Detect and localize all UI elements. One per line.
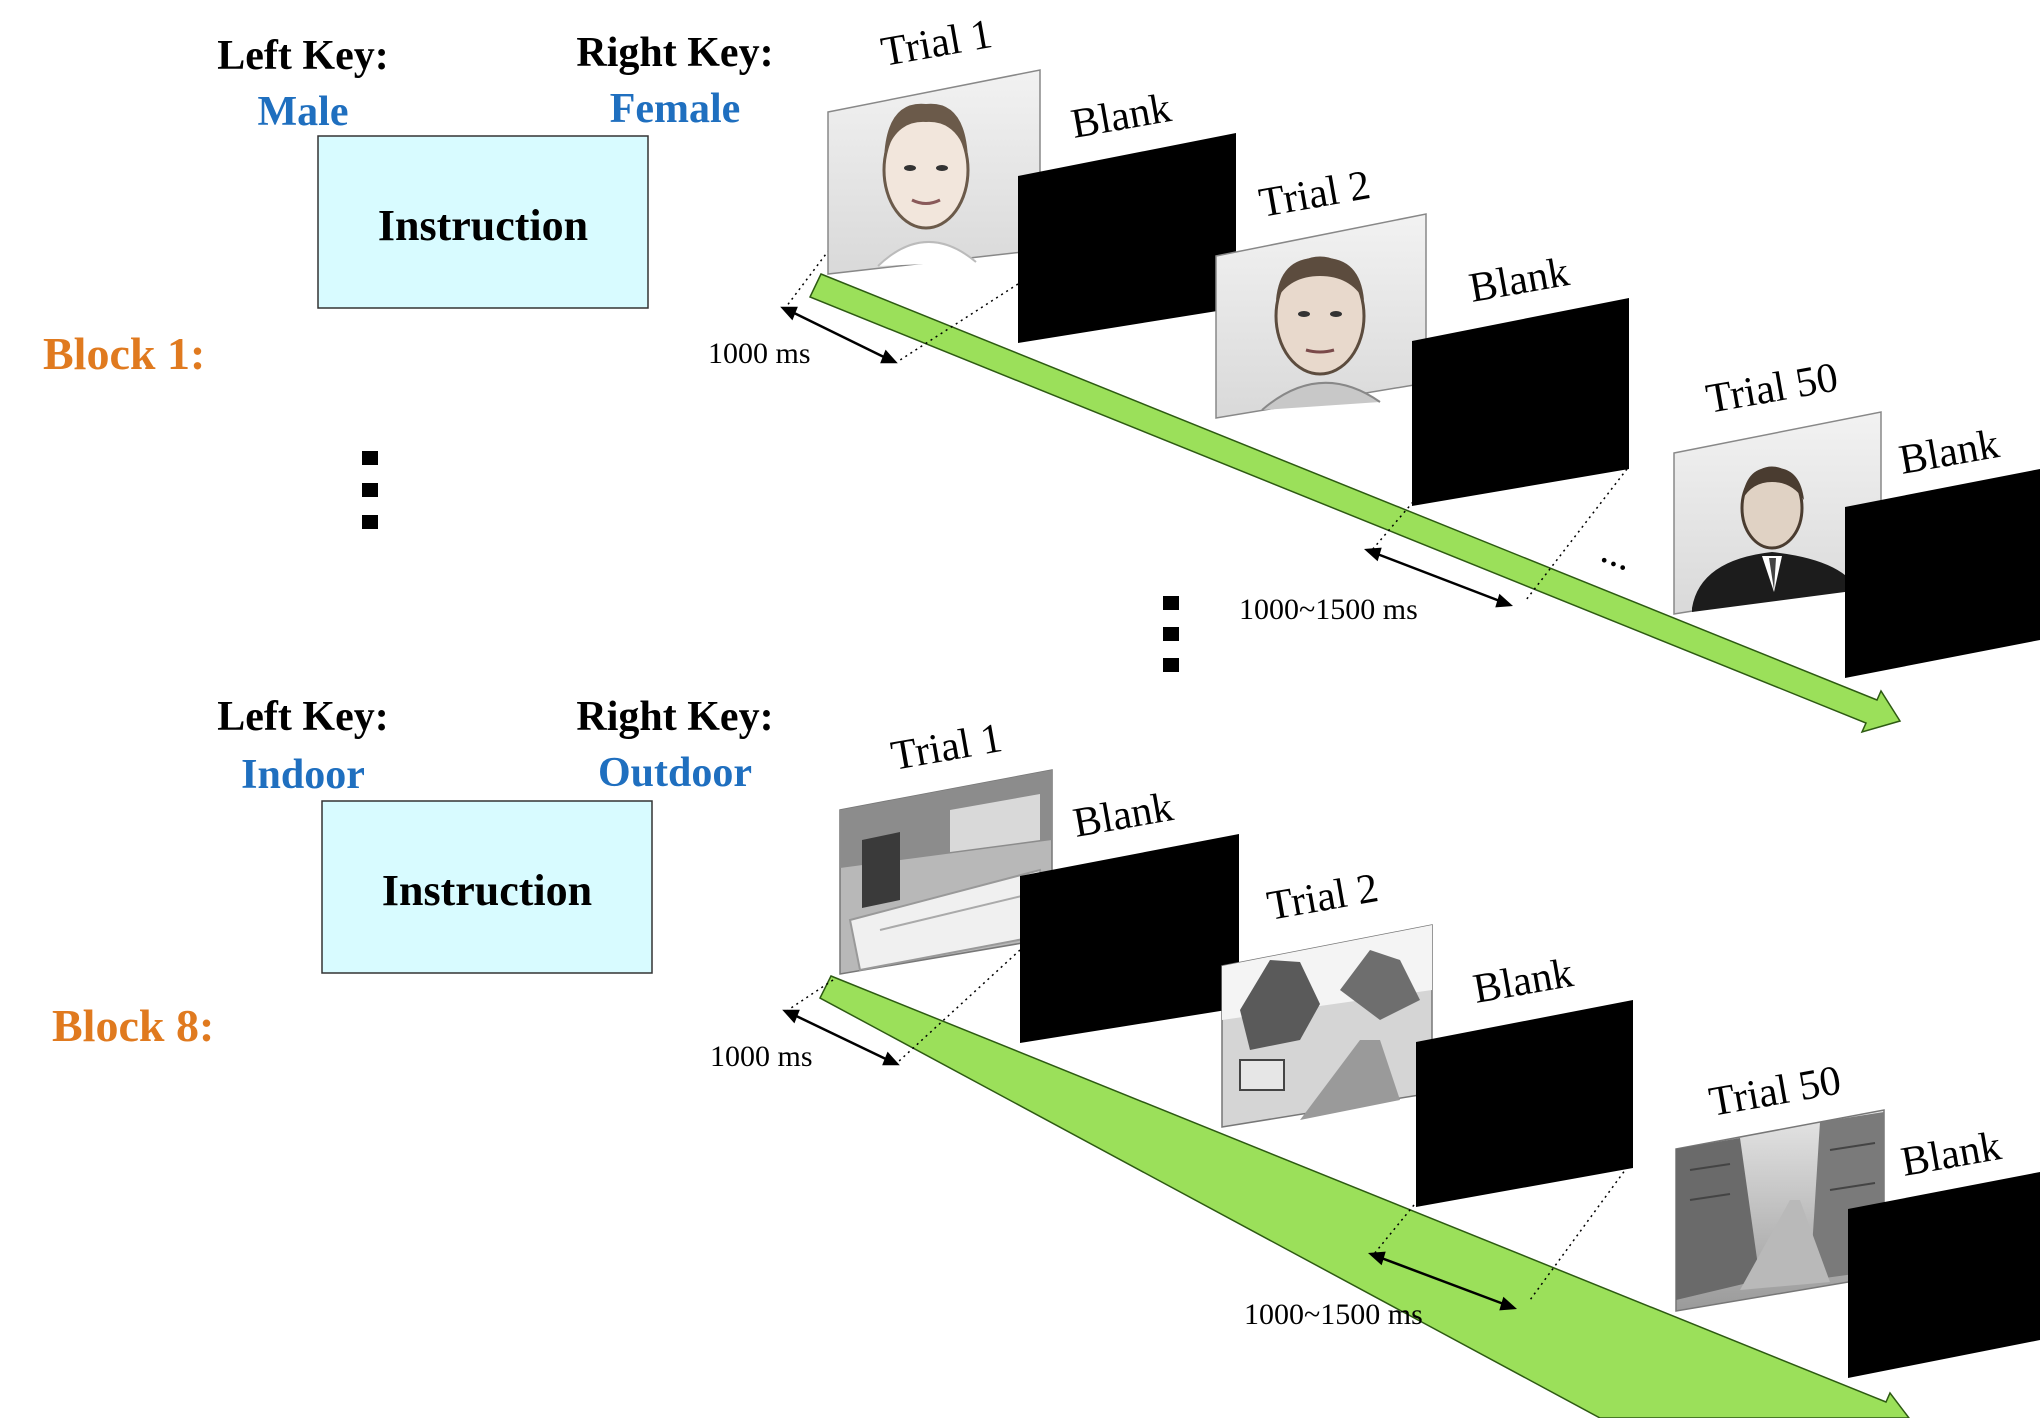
trial-label-50: Trial 50	[1703, 355, 1842, 423]
blank-screen-1	[1018, 133, 1236, 343]
left-key-value: Male	[258, 89, 349, 135]
block-8: Left Key: Indoor Right Key: Outdoor Inst…	[52, 694, 2040, 1418]
stimulus-duration-arrow	[782, 1009, 900, 1066]
blank-screen-2	[1412, 298, 1629, 506]
block-label: Block 1:	[43, 328, 205, 379]
trial-label-1: Trial 1	[888, 715, 1006, 780]
blank-screen-50	[1845, 469, 2040, 678]
bedroom-indoor-photo	[839, 769, 1053, 975]
timeline-arrow	[819, 975, 1910, 1418]
vertical-ellipsis-left	[362, 451, 378, 529]
projection-lines	[785, 249, 1628, 601]
blank-label-2: Blank	[1470, 950, 1577, 1013]
block-label: Block 8:	[52, 1000, 214, 1051]
desert-road-outdoor-photo	[1221, 924, 1433, 1128]
trial-ellipsis: ...	[1595, 527, 1640, 580]
blank-label-1: Blank	[1068, 85, 1175, 148]
blank-duration-arrow	[1363, 547, 1514, 608]
stimulus-duration-label: 1000 ms	[708, 337, 811, 370]
vertical-ellipsis-center	[1163, 596, 1179, 672]
block-1: Left Key: Male Right Key: Female Instruc…	[43, 11, 2040, 734]
right-key-title: Right Key:	[576, 30, 773, 76]
man-in-suit-photo	[1673, 411, 1882, 615]
blank-duration-label: 1000~1500 ms	[1244, 1298, 1423, 1331]
right-key-value: Outdoor	[598, 750, 752, 796]
male-face-photo	[1215, 213, 1427, 419]
trial-label-2: Trial 2	[1264, 865, 1382, 930]
stimulus-duration-arrow	[780, 306, 898, 364]
projection-lines	[787, 949, 1632, 1301]
blank-duration-label: 1000~1500 ms	[1239, 593, 1418, 626]
blank-duration-arrow	[1367, 1251, 1518, 1311]
blank-screen-50	[1848, 1172, 2040, 1378]
right-key-title: Right Key:	[576, 694, 773, 740]
right-key-value: Female	[610, 86, 741, 132]
blank-screen-2	[1416, 1000, 1633, 1207]
trial-label-1: Trial 1	[878, 11, 996, 76]
left-key-title: Left Key:	[217, 694, 388, 740]
stimulus-duration-label: 1000 ms	[710, 1040, 813, 1073]
trial-label-2: Trial 2	[1256, 162, 1374, 227]
blank-label-1: Blank	[1070, 784, 1177, 847]
blank-label-50: Blank	[1898, 1123, 2005, 1186]
trial-label-50: Trial 50	[1706, 1058, 1845, 1126]
left-key-title: Left Key:	[217, 33, 388, 79]
instruction-box	[321, 800, 653, 974]
instruction-label: Instruction	[378, 201, 588, 250]
female-face-photo	[827, 69, 1041, 275]
instruction-label: Instruction	[382, 866, 592, 915]
blank-label-2: Blank	[1466, 249, 1573, 312]
instruction-box	[317, 135, 649, 309]
timeline-arrow	[808, 273, 1902, 734]
blank-screen-1	[1020, 834, 1239, 1043]
left-key-value: Indoor	[241, 752, 365, 798]
blank-label-50: Blank	[1896, 421, 2003, 484]
